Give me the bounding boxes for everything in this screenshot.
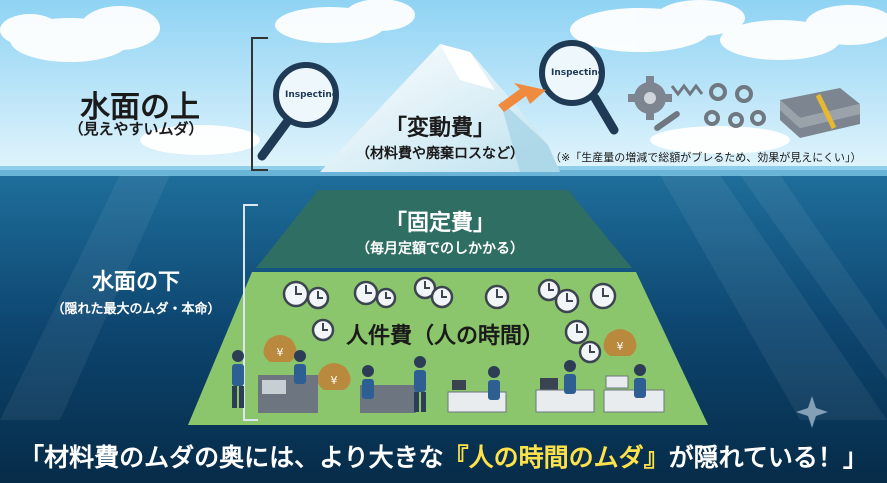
- inspecting-label-right: Inspecting: [551, 68, 605, 78]
- clock-icon: [537, 278, 561, 302]
- clock-icon: [413, 276, 437, 300]
- money-bag-icon: ¥: [263, 335, 297, 362]
- below-water-title: 水面の下: [91, 270, 180, 295]
- clock-icon: [311, 318, 335, 342]
- paper-stack-icon: [780, 88, 860, 138]
- note-text: （※「生産量の増減で総額がブレるため、効果が見えにくい」）: [550, 151, 862, 164]
- clock-icon: [353, 280, 379, 306]
- fixed-cost-layer: [256, 190, 632, 268]
- clock-icon: [578, 340, 602, 364]
- clock-icon: [564, 319, 590, 345]
- labor-cost-title: 人件費（人の時間）: [345, 324, 544, 349]
- variable-cost-subtitle: （材料費や廃棄ロスなど）: [356, 146, 524, 162]
- money-bag-icon: ¥: [317, 363, 351, 390]
- bottom-message-part1: 「材料費のムダの奥には、より大きな: [19, 443, 444, 472]
- fixed-cost-subtitle: （毎月定額でのしかかる）: [356, 241, 524, 257]
- below-water-subtitle: （隠れた最大のムダ・本命）: [51, 302, 221, 317]
- bottom-message-part2: が隠れている！」: [668, 443, 868, 472]
- workers-illustration: [232, 350, 665, 413]
- spring-icon: [670, 83, 704, 97]
- worker-icon: [564, 360, 576, 394]
- clock-icons: [282, 276, 617, 364]
- worker-icon: [414, 356, 426, 412]
- clock-icon: [282, 280, 310, 308]
- clock-icon: [484, 284, 510, 310]
- clock-icon: [306, 286, 330, 310]
- above-bracket: [251, 37, 268, 171]
- metal-parts-icon: [704, 83, 766, 128]
- below-bracket: [243, 204, 258, 421]
- worker-icon: [232, 350, 244, 408]
- light-rays: [0, 175, 887, 420]
- bottom-message: 「材料費のムダの奥には、より大きな『人の時間のムダ』が隠れている！」: [0, 438, 887, 474]
- worker-icon: [294, 350, 306, 384]
- money-bag-icon: ¥: [603, 329, 637, 356]
- svg-text:¥: ¥: [277, 346, 284, 359]
- gear-icon: [628, 76, 672, 120]
- magnifier-left-icon: [257, 62, 339, 161]
- svg-text:¥: ¥: [331, 374, 338, 387]
- money-bag-icons: ¥ ¥ ¥: [263, 329, 637, 390]
- clock-icon: [430, 285, 454, 309]
- above-water-subtitle: （見えやすいムダ）: [68, 120, 204, 138]
- worker-icon: [362, 365, 374, 399]
- iceberg-tip: [320, 44, 560, 172]
- clouds: [0, 0, 887, 155]
- clock-icon: [375, 287, 397, 309]
- clock-icon: [554, 288, 580, 314]
- arrow-icon: [498, 83, 546, 112]
- above-water-title: 水面の上: [80, 90, 200, 125]
- svg-text:¥: ¥: [617, 340, 624, 353]
- clock-icon: [589, 282, 617, 310]
- sparkle-icon: [796, 396, 828, 428]
- wrench-icon: [654, 111, 680, 131]
- magnifier-right-icon: [539, 40, 619, 135]
- variable-cost-title: 「変動費」: [384, 116, 495, 141]
- bottom-message-highlight: 『人の時間のムダ』: [443, 443, 669, 472]
- worker-icon: [634, 364, 646, 398]
- inspecting-label-left: Inspecting: [285, 90, 339, 100]
- worker-icon: [488, 366, 500, 400]
- fixed-cost-title: 「固定費」: [384, 211, 495, 236]
